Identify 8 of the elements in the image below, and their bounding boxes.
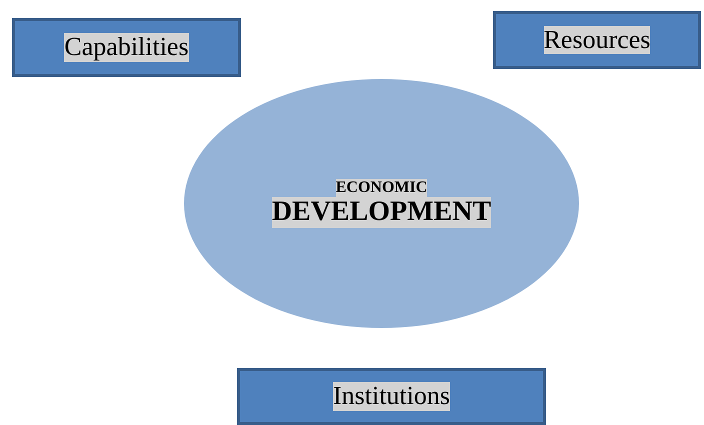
diagram-title-text: ECONOMIC <box>336 179 428 197</box>
diagram-title-text: DEVELOPMENT <box>272 196 492 228</box>
box-label: Capabilities <box>64 33 189 62</box>
label-box <box>237 368 546 425</box>
label-box <box>12 18 241 77</box>
box-label: Resources <box>544 26 650 54</box>
box-label: Institutions <box>332 382 450 411</box>
label-box <box>493 11 701 69</box>
